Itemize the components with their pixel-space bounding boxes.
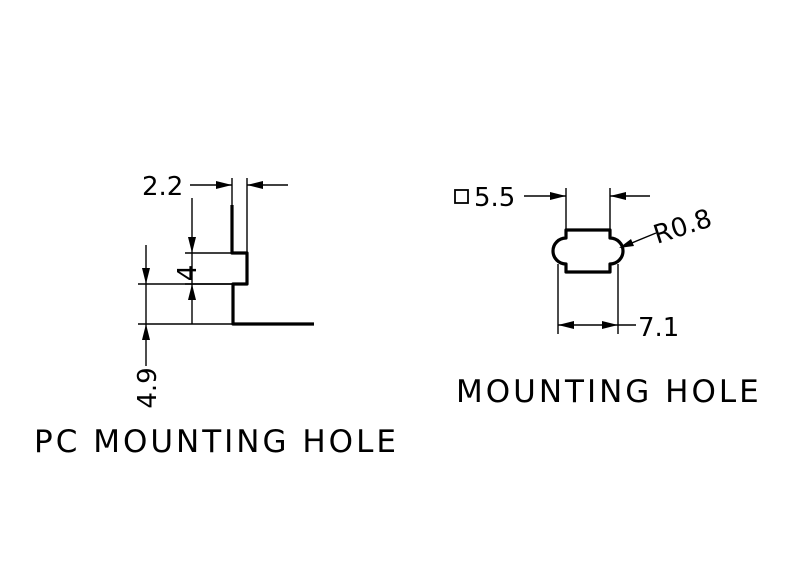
square-symbol-icon [454,189,469,204]
mh-outer-arrow-left [558,321,574,329]
pc-upper-label: 4 [173,265,203,282]
pc-mounting-hole-view: 2.2 4 4.9 PC MOUNTING HOLE [34,172,399,460]
pc-pin-outline [230,205,314,326]
pc-mounting-hole-caption: PC MOUNTING HOLE [34,424,399,460]
pc-width-arrow-right [247,181,263,189]
mh-outer-label: 7.1 [638,313,679,343]
mh-inner-arrow-right [610,192,626,200]
pc-upper-arrow-bottom [188,284,196,300]
pc-lower-label: 4.9 [133,367,163,408]
mounting-hole-view: 5.5 R0.8 7.1 MOUNTING HOLE [454,183,762,410]
mounting-hole-caption: MOUNTING HOLE [456,374,762,410]
pc-lower-arrow-bottom [142,324,150,340]
mh-outer-arrow-right [602,321,618,329]
mh-radius-label: R0.8 [650,204,716,251]
mh-radius-arrow [619,239,634,248]
pc-lower-arrow-top [142,268,150,284]
pc-width-label: 2.2 [142,172,183,202]
mh-inner-arrow-left [550,192,566,200]
mounting-hole-outline [551,228,625,274]
pc-upper-arrow-top [188,237,196,253]
mh-inner-label: 5.5 [474,183,515,213]
pc-width-arrow-left [216,181,232,189]
